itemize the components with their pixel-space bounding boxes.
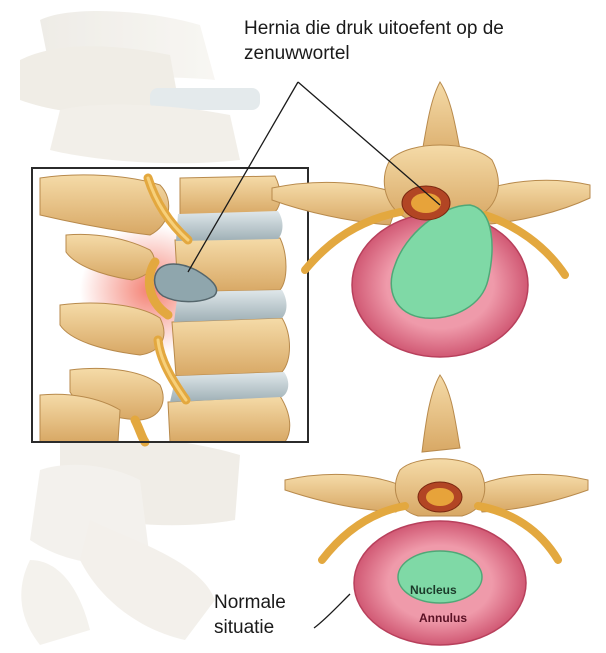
normal-callout-label: Normale situatie [214, 590, 344, 640]
herniation-inset [32, 168, 308, 442]
annulus-label: Annulus [419, 611, 467, 625]
herniated-disc-cross-section [272, 82, 590, 357]
herniation-callout-label: Hernia die druk uitoefent op de zenuwwor… [244, 16, 584, 66]
nucleus-label: Nucleus [410, 583, 457, 597]
